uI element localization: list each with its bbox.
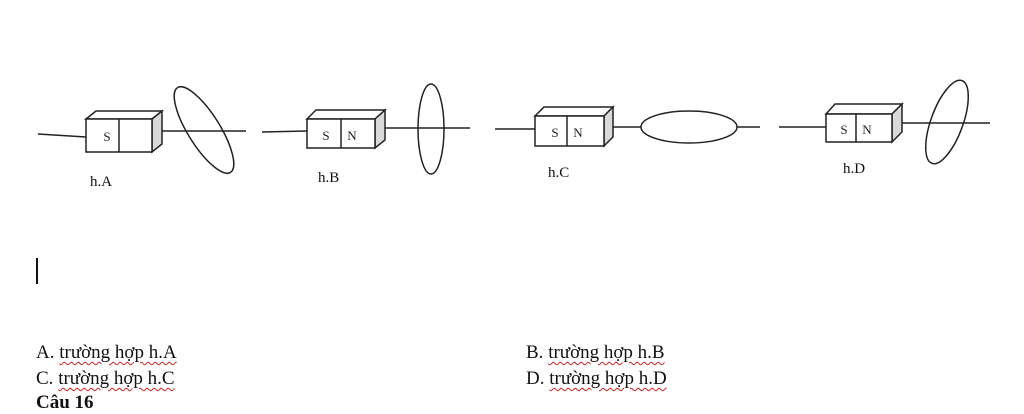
- caption-h-b: h.B: [318, 170, 340, 186]
- text-cursor: [36, 258, 38, 284]
- answer-option-d[interactable]: D. trường hợp h.D: [526, 367, 667, 391]
- answer-c-text: trường hợp h.C: [58, 368, 175, 389]
- magnet-d-letter-s: S: [840, 122, 847, 137]
- magnet-coil-figure: S S N S N: [37, 79, 990, 175]
- magnet-d-letter-n: N: [862, 122, 872, 137]
- caption-h-d: h.D: [843, 161, 866, 177]
- magnet-a-letter-s: S: [103, 129, 110, 144]
- answer-d-prefix: D.: [526, 368, 550, 389]
- figure-d: S N: [779, 79, 990, 165]
- magnet-b-letter-s: S: [322, 128, 329, 143]
- next-question-heading: Câu 16: [36, 392, 94, 413]
- caption-h-a: h.A: [90, 174, 113, 190]
- answer-b-prefix: B.: [526, 342, 549, 363]
- magnet-b-letter-n: N: [347, 128, 357, 143]
- figure-b: S N: [261, 83, 470, 175]
- magnet-c-letter-n: N: [573, 125, 583, 140]
- answer-a-text: trường hợp h.A: [59, 342, 177, 363]
- answer-c-prefix: C.: [36, 368, 59, 389]
- answer-option-a[interactable]: A. trường hợp h.A: [36, 341, 177, 365]
- magnet-c-letter-s: S: [551, 125, 558, 140]
- answer-d-text: trường hợp h.D: [549, 368, 667, 389]
- caption-h-c: h.C: [548, 165, 570, 181]
- figure-c: S N: [495, 105, 760, 148]
- figure-a: S: [37, 86, 246, 174]
- answer-option-c[interactable]: C. trường hợp h.C: [36, 367, 175, 391]
- answer-b-text: trường hợp h.B: [548, 342, 665, 363]
- answer-option-b[interactable]: B. trường hợp h.B: [526, 341, 665, 365]
- answer-a-prefix: A.: [36, 342, 60, 363]
